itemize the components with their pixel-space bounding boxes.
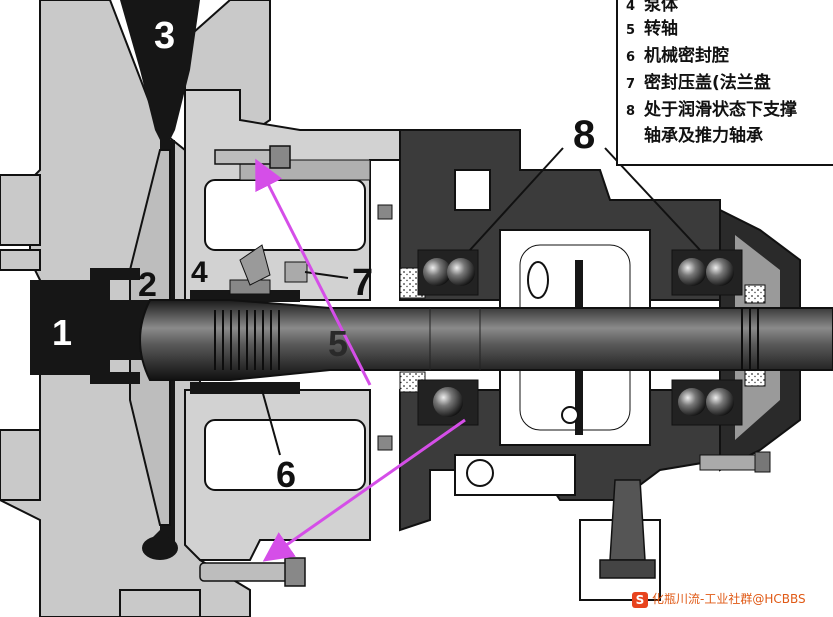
gland-bolt-bottom bbox=[199, 557, 306, 587]
callout-6: 6 bbox=[276, 454, 296, 495]
callout-7: 7 bbox=[352, 262, 373, 304]
arrow-to-bottom-bolt bbox=[262, 418, 466, 562]
bearing-right-bottom bbox=[671, 379, 743, 426]
bearing-right-top bbox=[671, 249, 743, 296]
bearing-left-bottom bbox=[417, 379, 479, 426]
callout-3: 3 bbox=[154, 15, 175, 57]
legend-item-8-line2: 轴承及推力轴承 bbox=[644, 126, 763, 146]
watermark-text: 化瓶川流-工业社群@HCBBS bbox=[652, 592, 806, 606]
drain-plug bbox=[599, 479, 656, 579]
leader-6 bbox=[261, 389, 281, 456]
callout-2: 2 bbox=[138, 266, 157, 304]
watermark-logo-icon: S bbox=[632, 591, 648, 608]
gland-bolt-top bbox=[214, 145, 291, 169]
suction-inlet bbox=[30, 280, 110, 375]
bearing-left-top bbox=[417, 249, 479, 296]
leader-8-left bbox=[469, 147, 564, 251]
callout-4: 4 bbox=[191, 256, 208, 289]
callout-1: 1 bbox=[52, 312, 72, 353]
shaft bbox=[139, 299, 833, 381]
arrow-to-top-bolt bbox=[255, 158, 372, 386]
callout-5: 5 bbox=[328, 323, 348, 364]
oil-seal-right-top bbox=[744, 284, 766, 304]
watermark: S 化瓶川流-工业社群@HCBBS bbox=[632, 590, 806, 608]
callout-8: 8 bbox=[573, 113, 595, 157]
